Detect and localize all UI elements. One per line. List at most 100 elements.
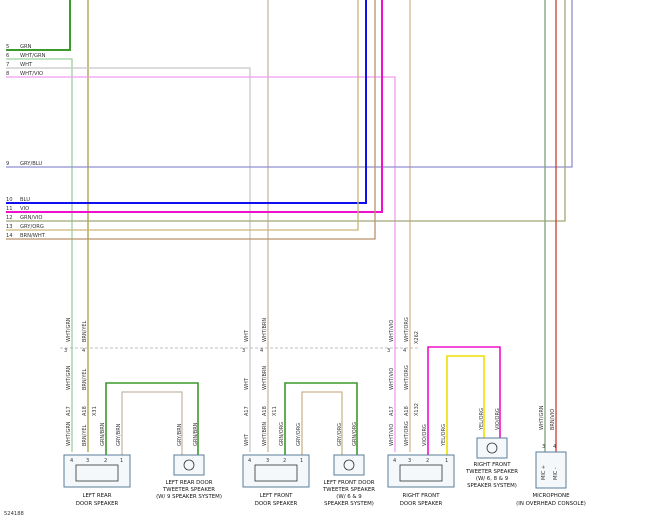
lr-bot-wire-4: GRY/BRN — [116, 423, 122, 446]
lf-bot-wire-1: WHT — [244, 433, 250, 446]
left-rear-door-tweeter: GRY/BRN GRN/BRN LEFT REAR DOOR TWEETER S… — [156, 422, 222, 500]
lf-upper-pin-3: 3 — [242, 348, 245, 354]
rft-caption-4: SPEAKER SYSTEM) — [467, 483, 517, 489]
lf-splice-a18: A18 — [262, 406, 268, 416]
lr-lower-wire-2: BRN/YEL — [82, 368, 88, 390]
row-label-8: WHT/VIO — [20, 71, 43, 77]
rf-caption-2: DOOR SPEAKER — [400, 501, 443, 507]
rf-speaker-body — [387, 454, 455, 488]
rf-upper-pin-4: 4 — [403, 348, 406, 354]
mic-caption-2: (IN OVERHEAD CONSOLE) — [516, 501, 586, 507]
rf-caption-1: RIGHT FRONT — [403, 493, 441, 499]
diagram-id: 524188 — [4, 511, 24, 517]
lrt-caption-1: LEFT REAR DOOR — [165, 480, 212, 486]
row-labels: 5 GRN 6 WHT/GRN 7 WHT 8 WHT/VIO 9 GRY/BL… — [6, 44, 46, 239]
wire-wht-grn — [6, 58, 73, 452]
lft-caption-2: TWEETER SPEAKER — [322, 487, 375, 493]
lf-lower-wire-1: WHT — [244, 377, 250, 390]
lft-body — [333, 454, 365, 476]
rf-id-x132: X132 — [414, 403, 420, 416]
wire-lf-gry-org — [301, 391, 343, 455]
rft-wire-1: YEL/ORG — [479, 408, 485, 431]
lr-splice-a18: A18 — [82, 406, 88, 416]
rf-pin-3: 3 — [408, 458, 411, 464]
row-num-10: 10 — [6, 197, 13, 203]
rf-pin-4: 4 — [393, 458, 396, 464]
mic-wire-2: BRN/VIO — [550, 409, 556, 430]
lft-caption-4: SPEAKER SYSTEM) — [324, 501, 374, 507]
rft-coil-icon — [486, 442, 498, 454]
row-num-11: 11 — [6, 206, 13, 212]
row-num-12: 12 — [6, 215, 13, 221]
lf-bot-wire-2: WHT/BRN — [262, 422, 268, 446]
lft-caption-1: LEFT FRONT DOOR — [324, 480, 375, 486]
row-num-6: 6 — [6, 53, 9, 59]
lf-speaker-body — [242, 454, 310, 488]
lr-splice-a17: A17 — [66, 406, 72, 416]
left-front-door-tweeter: GRY/ORG GRN/ORG LEFT FRONT DOOR TWEETER … — [322, 422, 375, 507]
wire-wht-vio — [6, 76, 396, 452]
rf-splice-a18: A18 — [404, 406, 410, 416]
lf-bot-wire-3: GRN/ORG — [279, 422, 285, 446]
row-num-13: 13 — [6, 224, 13, 230]
lf-pin-4: 4 — [248, 458, 251, 464]
row-num-7: 7 — [6, 62, 9, 68]
mic-wire-1: WHT/GRN — [539, 405, 545, 430]
lrt-body — [173, 454, 205, 476]
rf-bot-wire-1: WHT/VIO — [389, 424, 395, 446]
lf-splice-a17: A17 — [244, 406, 250, 416]
wire-lr-grn-brn — [105, 382, 199, 455]
wire-lf-grn-org — [284, 382, 358, 455]
mic-pin-3: 3 — [542, 444, 545, 450]
lf-bot-wire-4: GRY/ORG — [296, 423, 302, 446]
mic-caption-1: MICROPHONE — [533, 493, 571, 499]
wire-blu — [6, 0, 367, 204]
lr-upper-wire-1: WHT/GRN — [66, 317, 72, 342]
rf-pin-2: 2 — [426, 458, 429, 464]
lrt-wire-2: GRN/BRN — [193, 422, 199, 446]
row-num-5: 5 — [6, 44, 9, 50]
lft-caption-3: (W/ 6 & 9 — [336, 494, 362, 500]
lft-coil-icon — [343, 459, 355, 471]
lr-caption-2: DOOR SPEAKER — [76, 501, 119, 507]
lr-upper-wire-2: BRN/YEL — [82, 320, 88, 342]
lf-caption-1: LEFT FRONT — [260, 493, 294, 499]
rf-bot-wire-3: VIO/ORG — [422, 424, 428, 446]
rf-bot-wire-4: YEL/ORG — [441, 424, 447, 447]
lf-pin-3: 3 — [266, 458, 269, 464]
microphone: WHT/GRN BRN/VIO 3 4 MIC + MIC - MICROPHO… — [516, 405, 586, 507]
wire-lr-gry-brn — [121, 391, 183, 455]
rf-pin-1: 1 — [445, 458, 448, 464]
rf-bot-wire-2: WHT/ORG — [404, 421, 410, 446]
lr-upper-pin-3: 3 — [64, 348, 67, 354]
lf-speaker-inner — [254, 464, 298, 482]
lr-speaker-body — [63, 454, 131, 488]
lr-bot-wire-1: WHT/GRN — [66, 421, 72, 446]
wire-gry-blu — [6, 0, 573, 168]
lf-upper-wire-1: WHT — [244, 329, 250, 342]
wire-wht — [6, 67, 251, 452]
rft-wire-2: VIO/ORG — [495, 408, 501, 430]
lf-id-x11: X11 — [272, 406, 278, 416]
wire-brn-wht — [6, 0, 376, 240]
rft-body — [476, 437, 508, 459]
lr-bot-wire-2: BRN/YEL — [82, 424, 88, 446]
rf-lower-wire-1: WHT/VIO — [389, 368, 395, 390]
row-label-10: BLU — [20, 197, 30, 203]
rft-caption-1: RIGHT FRONT — [474, 462, 512, 468]
lr-pin-4: 4 — [70, 458, 73, 464]
wire-gry-org — [6, 0, 359, 231]
mic-pin-4: 4 — [553, 444, 556, 450]
row-num-9: 9 — [6, 161, 9, 167]
lr-pin-2: 2 — [104, 458, 107, 464]
row-label-9: GRY/BLU — [20, 161, 42, 167]
rft-caption-2: TWEETER SPEAKER — [465, 469, 518, 475]
mic-body — [535, 451, 567, 489]
lrt-coil-icon — [183, 459, 195, 471]
lf-upper-pin-4: 4 — [260, 348, 263, 354]
rf-upper-pin-3: 3 — [387, 348, 390, 354]
lr-bot-wire-3: GRN/BRN — [100, 422, 106, 446]
rf-id-x262: X262 — [414, 331, 420, 344]
